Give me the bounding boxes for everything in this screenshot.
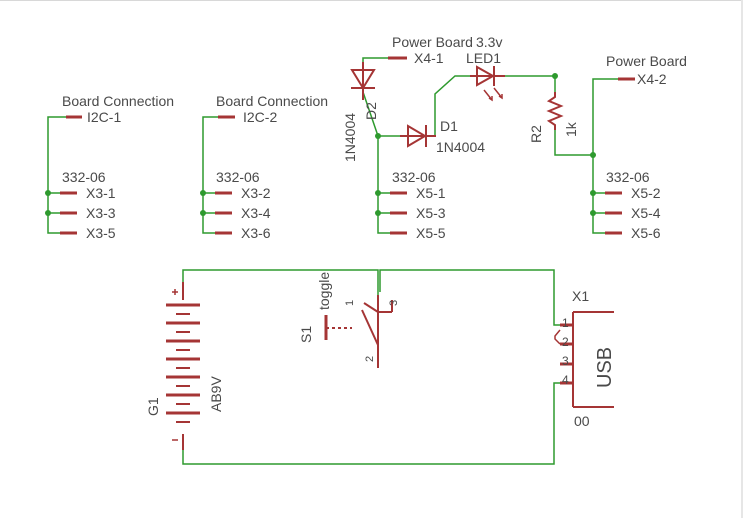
window-right-edge	[741, 0, 743, 518]
bc2-pin-label: I2C-2	[243, 109, 277, 125]
pb1-name-label: Power Board	[392, 34, 473, 50]
wire-usb-battery[interactable]	[182, 382, 560, 465]
s1-pin-3: 3	[388, 300, 400, 306]
x5a-part-label: 332-06	[392, 169, 436, 185]
bc1-name-label: Board Connection	[62, 93, 174, 109]
diode-d1-symbol[interactable]	[400, 124, 436, 148]
x5b-pin-2: X5-4	[631, 205, 661, 221]
x3b-part-label: 332-06	[216, 169, 260, 185]
bc2-name-label: Board Connection	[216, 93, 328, 109]
d2-name-label: D2	[363, 102, 379, 120]
pb2-pin-label: X4-2	[637, 71, 667, 87]
wire-battery-switch[interactable]	[182, 269, 379, 295]
led-value-label: 3.3v	[476, 34, 502, 50]
diode-d2-symbol[interactable]	[350, 62, 376, 100]
resistor-r2-symbol[interactable]	[546, 92, 564, 130]
x3a-pin-1: X3-1	[86, 185, 116, 201]
x3b-pin-1: X3-2	[241, 185, 271, 201]
x1-type-label: USB	[594, 347, 616, 388]
parts	[60, 56, 635, 450]
r2-value-label: 1k	[563, 121, 579, 137]
pb1-pin-label: X4-1	[414, 50, 444, 66]
wire-r2-bottom[interactable]	[554, 130, 593, 156]
s1-value-label: toggle	[316, 272, 332, 310]
pb2-name-label: Power Board	[606, 53, 687, 69]
x5b-pin-1: X5-2	[631, 185, 661, 201]
junction	[590, 152, 596, 158]
junction	[375, 133, 381, 139]
usb-x1-symbol[interactable]	[554, 311, 614, 408]
wire-x4-2[interactable]	[592, 78, 618, 234]
x3a-part-label: 332-06	[62, 169, 106, 185]
s1-name-label: S1	[298, 326, 314, 343]
wire-switch-usb[interactable]	[379, 269, 560, 326]
led-name-label: LED1	[466, 50, 501, 66]
bc1-pin-label: I2C-1	[87, 109, 121, 125]
x5a-pin-3: X5-5	[416, 225, 446, 241]
junction	[375, 190, 381, 196]
pin-stubs	[60, 56, 635, 235]
x3a-pin-3: X3-5	[86, 225, 116, 241]
g1-name-label: G1	[145, 397, 161, 416]
x1-pin-2: 2	[562, 335, 569, 349]
x3b-pin-3: X3-6	[241, 225, 271, 241]
wire-d2-d1[interactable]	[362, 91, 390, 234]
x5b-pin-3: X5-6	[631, 225, 661, 241]
g1-value-label: AB9V	[208, 376, 224, 412]
x1-pin-1: 1	[562, 316, 569, 330]
wires	[47, 57, 618, 465]
junction	[45, 190, 51, 196]
d2-value-label: 1N4004	[342, 113, 358, 162]
switch-s1-symbol[interactable]	[324, 295, 393, 368]
junction	[200, 210, 206, 216]
x3a-pin-2: X3-3	[86, 205, 116, 221]
x5a-pin-1: X5-1	[416, 185, 446, 201]
wire-i2c2[interactable]	[202, 116, 218, 234]
x5b-part-label: 332-06	[606, 169, 650, 185]
x1-name-label: X1	[572, 288, 589, 304]
d1-name-label: D1	[440, 118, 458, 134]
wire-d2-x4-1[interactable]	[362, 57, 388, 70]
labels: Board Connection I2C-1 Board Connection …	[62, 34, 687, 429]
x1-pin-3: 3	[562, 354, 569, 368]
wire-i2c1[interactable]	[47, 116, 78, 234]
junction	[590, 190, 596, 196]
r2-name-label: R2	[528, 125, 544, 143]
battery-g1-symbol[interactable]	[166, 282, 200, 450]
junction	[590, 210, 596, 216]
x5a-pin-2: X5-3	[416, 205, 446, 221]
junction	[375, 210, 381, 216]
d1-value-label: 1N4004	[436, 139, 485, 155]
window-top-edge	[0, 0, 743, 1]
junction	[200, 190, 206, 196]
s1-pin-1: 1	[344, 300, 356, 306]
junction	[45, 210, 51, 216]
junctions	[45, 73, 596, 216]
x3b-pin-2: X3-4	[241, 205, 271, 221]
x1-value-label: 00	[574, 413, 590, 429]
junction	[552, 73, 558, 79]
led-led1-symbol[interactable]	[470, 65, 505, 102]
s1-pin-2: 2	[364, 356, 376, 362]
x1-pin-4: 4	[562, 373, 569, 387]
